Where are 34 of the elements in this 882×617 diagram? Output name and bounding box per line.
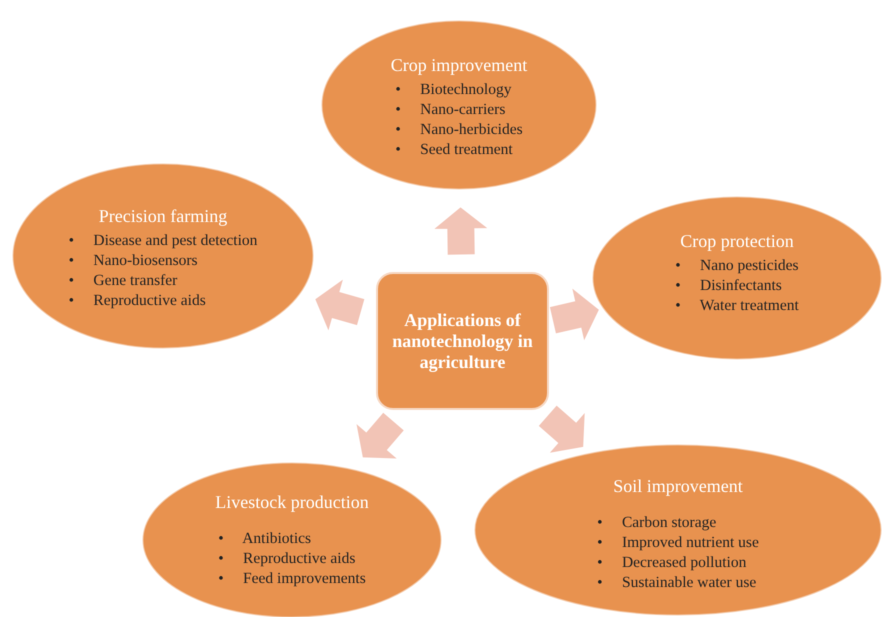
bullet-item: • Disease and pest detection bbox=[68, 230, 258, 250]
category-ellipse bbox=[474, 444, 882, 616]
bullet-item: • Carbon storage bbox=[597, 512, 718, 532]
heading: Crop protection bbox=[680, 230, 794, 252]
bullet-item: • Decreased pollution bbox=[597, 552, 748, 572]
bullet-item: • Nano pesticides bbox=[675, 256, 799, 276]
block-arrow bbox=[538, 406, 585, 453]
heading: Crop improvement bbox=[390, 54, 528, 76]
heading: Soil improvement bbox=[613, 476, 743, 496]
category-ellipse bbox=[592, 196, 882, 360]
bullet-item: • Feed improvements bbox=[218, 568, 366, 588]
bullet-item: • Nano-carriers bbox=[395, 100, 506, 120]
bullet-item: • Improved nutrient use bbox=[597, 532, 759, 552]
bullet-item: • Gene transfer bbox=[68, 270, 178, 290]
bullet-item: • Biotechnology bbox=[395, 80, 512, 100]
category-ellipse bbox=[321, 20, 597, 190]
block-arrow bbox=[434, 207, 488, 255]
category-ellipse bbox=[12, 163, 314, 349]
block-arrow bbox=[315, 280, 364, 330]
heading: Livestock production bbox=[215, 492, 369, 512]
bullet-item: • Disinfectants bbox=[675, 276, 783, 296]
bullet-item: • Seed treatment bbox=[395, 140, 514, 160]
heading: Applications of nanotechnology in agriculture bbox=[391, 310, 534, 372]
bullet-item: • Reproductive aids bbox=[218, 548, 356, 568]
central-box bbox=[376, 272, 549, 410]
bullet-item: • Nano-herbicides bbox=[395, 120, 523, 140]
block-arrow bbox=[550, 288, 599, 340]
bullet-item: • Water treatment bbox=[675, 296, 799, 316]
bullet-item: • Nano-biosensors bbox=[68, 250, 199, 270]
block-arrow bbox=[356, 412, 404, 458]
bullet-item: • Antibiotics bbox=[218, 528, 312, 548]
bullet-item: • Reproductive aids bbox=[68, 290, 207, 310]
bullet-item: • Sustainable water use bbox=[597, 572, 758, 592]
heading: Precision farming bbox=[98, 206, 228, 226]
